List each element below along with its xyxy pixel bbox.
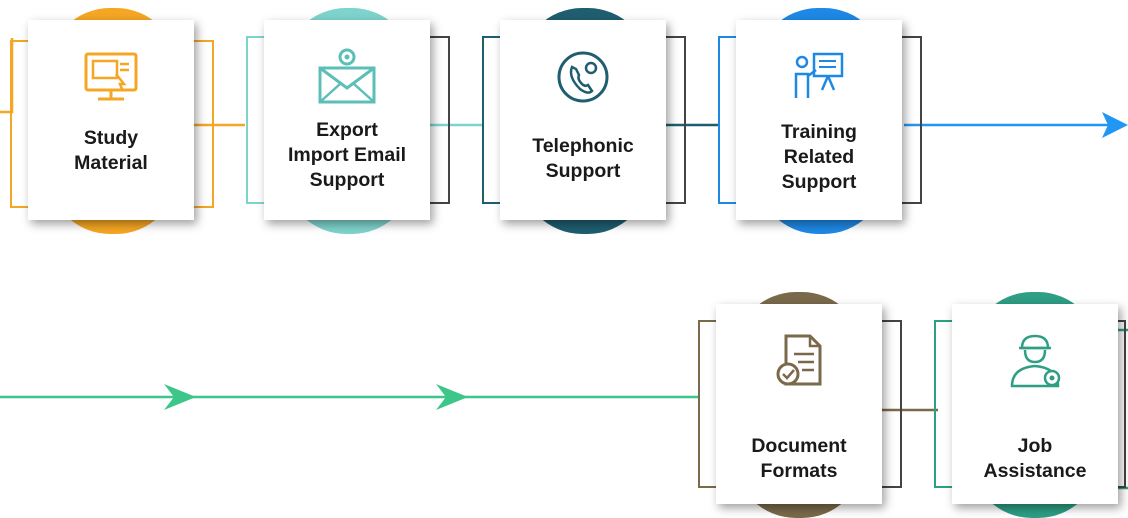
label-line: Telephonic: [532, 135, 634, 157]
label-line: Import Email: [287, 144, 407, 166]
phone-gear-icon: [557, 51, 609, 103]
worker-gear-icon: [1010, 334, 1061, 388]
presenter-icon: [794, 52, 844, 98]
step-card-export: Export Import Email Support: [264, 20, 430, 220]
step-label-study: Study Material: [68, 126, 154, 176]
label-line: Study: [83, 127, 139, 149]
step-label-job: Job Assistance: [978, 434, 1093, 484]
arrowhead-bottom-2: [436, 384, 468, 410]
label-line: Related: [783, 146, 855, 168]
label-line: Job: [1017, 435, 1053, 457]
arrowhead-top-right: [1102, 112, 1128, 138]
step-label-export: Export Import Email Support: [282, 118, 412, 193]
step-label-training: Training Related Support: [775, 120, 863, 195]
step-card-study: Study Material: [28, 20, 194, 220]
document-check-icon: [776, 334, 822, 386]
step-card-training: Training Related Support: [736, 20, 902, 220]
label-line: Formats: [760, 460, 838, 482]
step-card-job: Job Assistance: [952, 304, 1118, 504]
step-card-telephonic: Telephonic Support: [500, 20, 666, 220]
envelope-gear-icon: [318, 48, 376, 104]
label-line: Training: [781, 121, 857, 143]
label-line: Assistance: [983, 460, 1087, 482]
label-line: Support: [781, 171, 857, 193]
label-line: Support: [545, 160, 621, 182]
step-label-telephonic: Telephonic Support: [526, 134, 639, 184]
monitor-icon: [84, 52, 138, 101]
label-line: Document: [751, 435, 847, 457]
connector-start: [0, 38, 14, 114]
step-card-document: Document Formats: [716, 304, 882, 504]
label-line: Material: [74, 152, 148, 174]
arrowhead-bottom-1: [164, 384, 196, 410]
label-line: Support: [309, 169, 385, 191]
label-line: Export: [316, 119, 378, 141]
step-label-document: Document Formats: [745, 434, 852, 484]
